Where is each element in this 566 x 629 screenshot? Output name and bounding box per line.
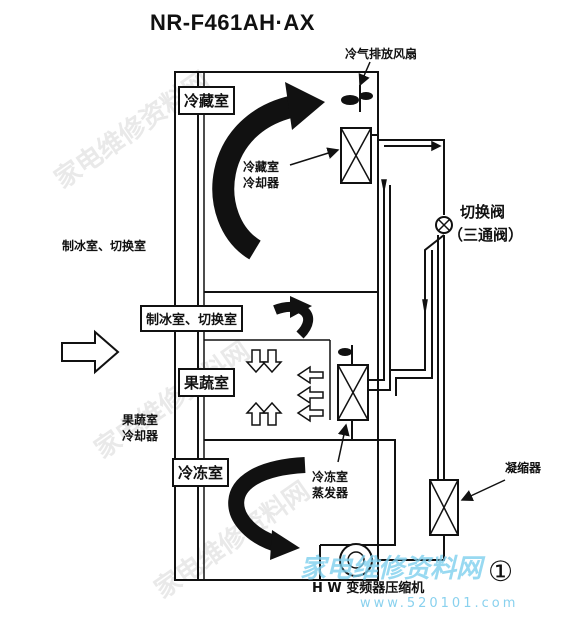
label-switch-valve: 切换阀 xyxy=(460,203,506,221)
airflow-arrow-ice xyxy=(273,301,313,339)
compressor-icon xyxy=(339,543,373,577)
input-hollow-arrow xyxy=(61,329,120,375)
fan-icon xyxy=(341,85,373,112)
watermark-logo: 家电维修资料网 xyxy=(300,554,483,584)
refrigerant-pipes xyxy=(319,139,445,580)
watermark-url: www.520101.com xyxy=(360,596,519,611)
leader-lines xyxy=(289,61,506,502)
label-three-way-valve: （三通阀） xyxy=(448,226,524,244)
airflow-arrow-fridge xyxy=(212,94,303,260)
label-compressor: H W 变频器压缩机 xyxy=(312,581,425,596)
label-fridge-cooler: 冷藏室 冷却器 xyxy=(243,160,280,190)
label-freezer-evaporator: 冷冻室 蒸发器 xyxy=(312,470,349,500)
compartment-fridge: 冷藏室 xyxy=(178,86,236,115)
label-condenser: 凝缩器 xyxy=(505,461,542,475)
diagram-title: NR-F461AH·AX xyxy=(150,10,315,35)
label-cold-fan: 冷气排放风扇 xyxy=(345,47,418,61)
figure-number: ① xyxy=(488,555,514,588)
compartment-freezer: 冷冻室 xyxy=(172,458,230,487)
veg-hollow-arrows xyxy=(245,349,324,426)
label-veg-cooler: 果蔬室 冷却器 xyxy=(122,413,159,443)
airflow-arrow-freezer xyxy=(228,457,306,553)
compartment-ice-switch: 制冰室、切换室 xyxy=(140,305,244,332)
compartment-vegetable: 果蔬室 xyxy=(178,368,236,397)
label-ice-switch-room: 制冰室、切换室 xyxy=(62,239,147,253)
